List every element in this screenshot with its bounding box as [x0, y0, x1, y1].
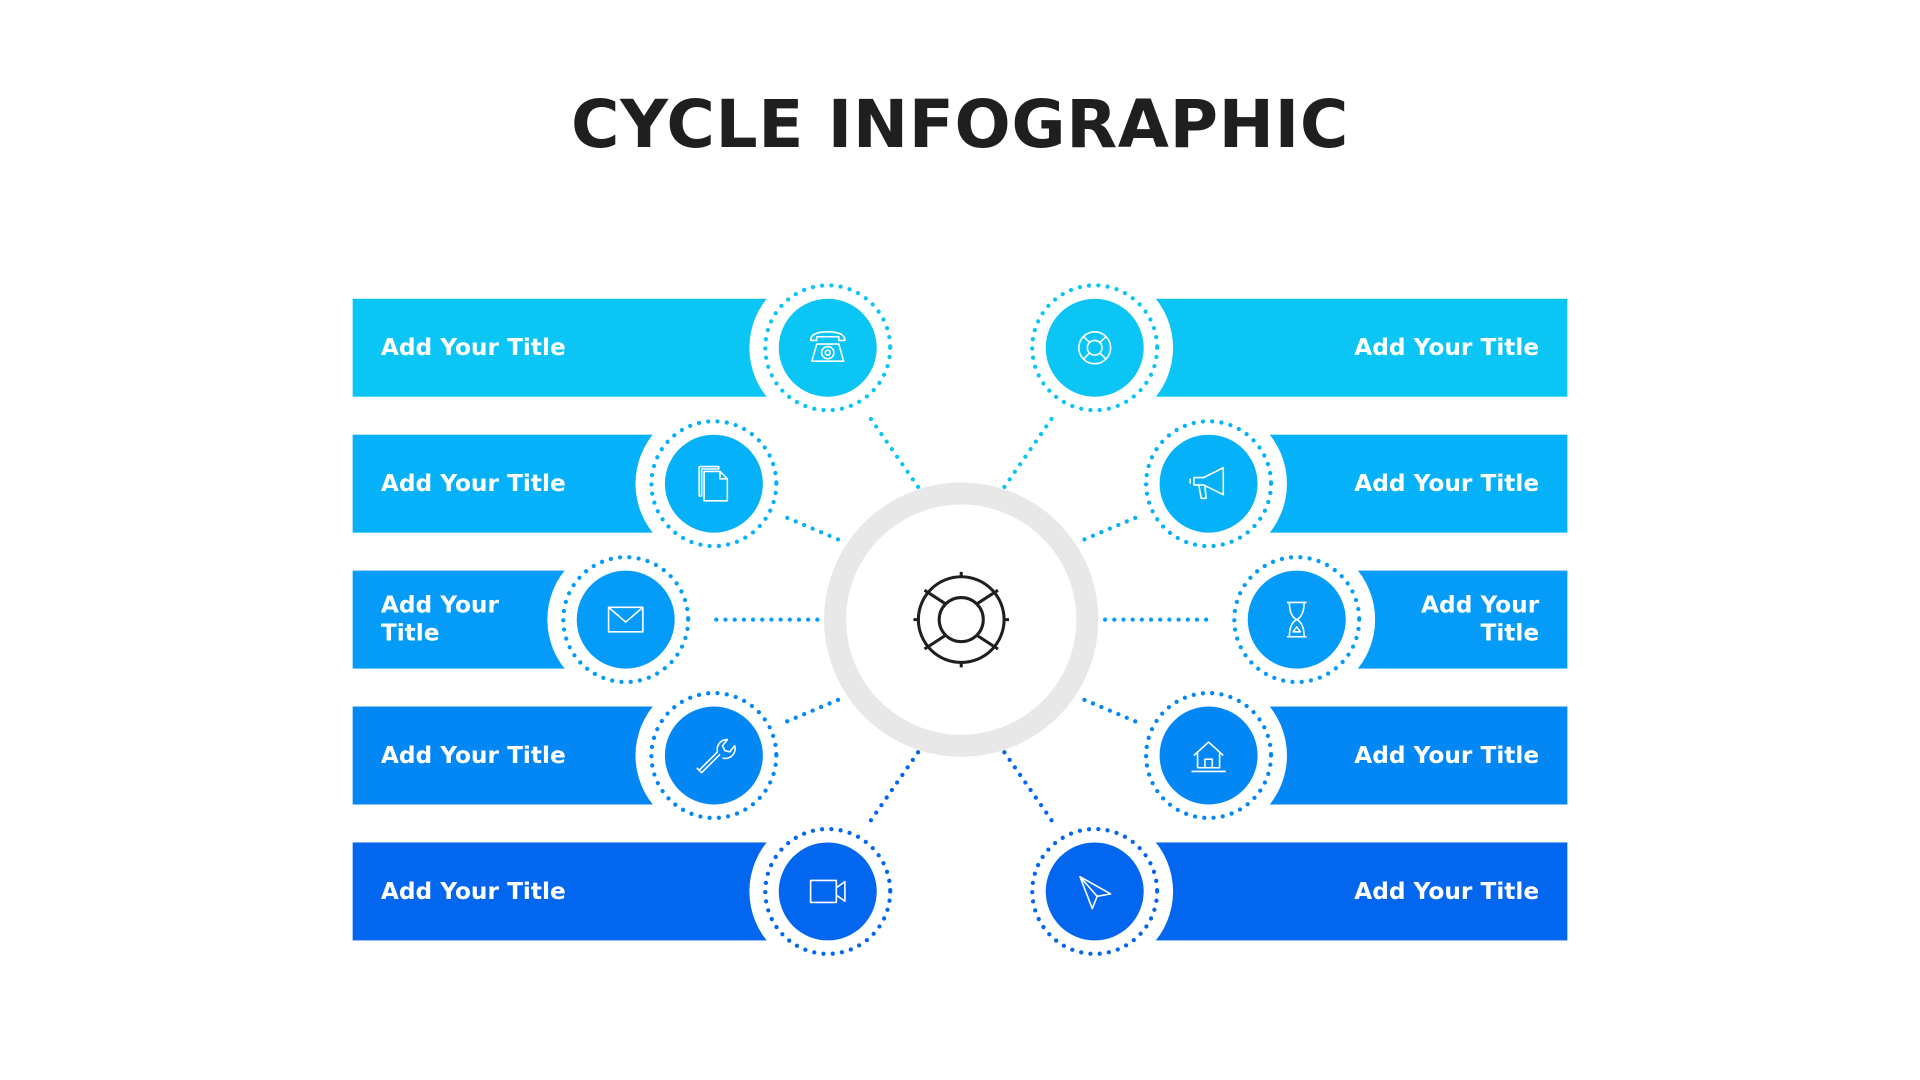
center-lifebuoy-icon — [913, 571, 1009, 668]
right-item-2-label: Add Your Title — [1354, 469, 1540, 497]
left-connector-2 — [776, 512, 845, 544]
right-bar-1 — [1094, 298, 1568, 397]
dotted-ring — [649, 419, 779, 549]
dotted-ring — [561, 555, 691, 685]
right-node-2 — [1130, 405, 1287, 563]
dotted-ring — [1143, 419, 1274, 549]
dotted-ring — [649, 690, 779, 821]
node-circle — [1159, 434, 1258, 533]
right-connector-5 — [1001, 749, 1059, 830]
page-title: CYCLE INFOGRAPHIC — [571, 85, 1349, 163]
left-node-3 — [547, 541, 705, 698]
left-connector-5 — [863, 749, 921, 830]
wrench-icon — [696, 738, 736, 774]
dotted-ring — [1143, 690, 1274, 821]
node-circle — [1045, 842, 1144, 941]
node-circle — [576, 570, 675, 669]
right-item-5-label: Add Your Title — [1354, 877, 1540, 905]
right-node-3 — [1218, 541, 1376, 698]
left-item-1-label: Add Your Title — [380, 333, 566, 361]
left-connector-1 — [863, 409, 921, 490]
left-item-4-label: Add Your Title — [380, 741, 566, 769]
dotted-ring — [1030, 283, 1160, 413]
right-bar-5 — [1094, 842, 1568, 941]
node-circle — [778, 842, 877, 941]
node-circle — [664, 434, 763, 533]
right-connector-2 — [1077, 512, 1146, 544]
right-connector-4 — [1077, 695, 1146, 728]
dotted-ring — [1232, 555, 1362, 685]
left-item-2-label: Add Your Title — [380, 469, 566, 497]
lifebuoy-icon — [1077, 331, 1112, 365]
documents-icon — [698, 465, 729, 502]
right-node-1 — [1016, 269, 1174, 427]
right-node-5 — [1016, 813, 1174, 970]
house-icon — [1191, 741, 1226, 773]
video-camera-icon — [809, 879, 846, 904]
right-node-4 — [1130, 677, 1287, 834]
hourglass-icon — [1286, 601, 1307, 638]
left-node-1 — [749, 269, 907, 427]
node-circle — [778, 298, 877, 397]
node-circle — [1159, 706, 1258, 805]
right-connector-1 — [1001, 409, 1059, 490]
left-node-2 — [635, 405, 793, 563]
dotted-ring — [1030, 826, 1160, 957]
left-item-5-label: Add Your Title — [380, 877, 566, 905]
dotted-ring — [763, 826, 893, 957]
dotted-ring — [763, 283, 893, 413]
left-connector-4 — [776, 695, 845, 728]
envelope-icon — [607, 606, 644, 633]
right-item-4-label: Add Your Title — [1354, 741, 1540, 769]
center-ring — [824, 482, 1099, 757]
right-item-1-label: Add Your Title — [1354, 333, 1540, 361]
megaphone-icon — [1189, 466, 1225, 500]
left-bar-5 — [352, 842, 828, 941]
paper-plane-icon — [1079, 875, 1112, 910]
left-item-3-label: Add Your Title — [380, 591, 499, 647]
node-circle — [1045, 298, 1144, 397]
left-node-4 — [635, 677, 793, 834]
telephone-icon — [809, 331, 846, 363]
right-item-3-label: Add Your Title — [1421, 591, 1540, 647]
left-bar-1 — [352, 298, 828, 397]
left-node-5 — [749, 813, 907, 970]
